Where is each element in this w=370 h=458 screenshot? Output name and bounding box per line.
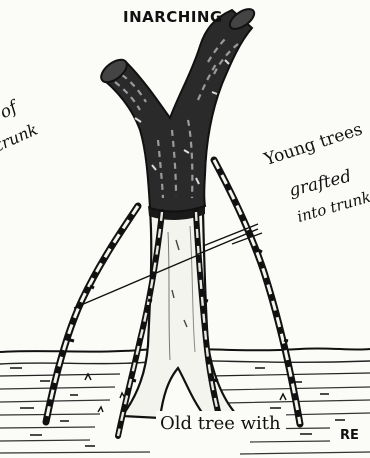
old-tree-crown bbox=[97, 5, 257, 211]
right-label-fragment: RE bbox=[340, 428, 359, 443]
diagram-title: INARCHING bbox=[123, 8, 223, 26]
old-tree-label: Old tree with bbox=[156, 411, 286, 438]
old-tree-trunk bbox=[122, 204, 236, 418]
